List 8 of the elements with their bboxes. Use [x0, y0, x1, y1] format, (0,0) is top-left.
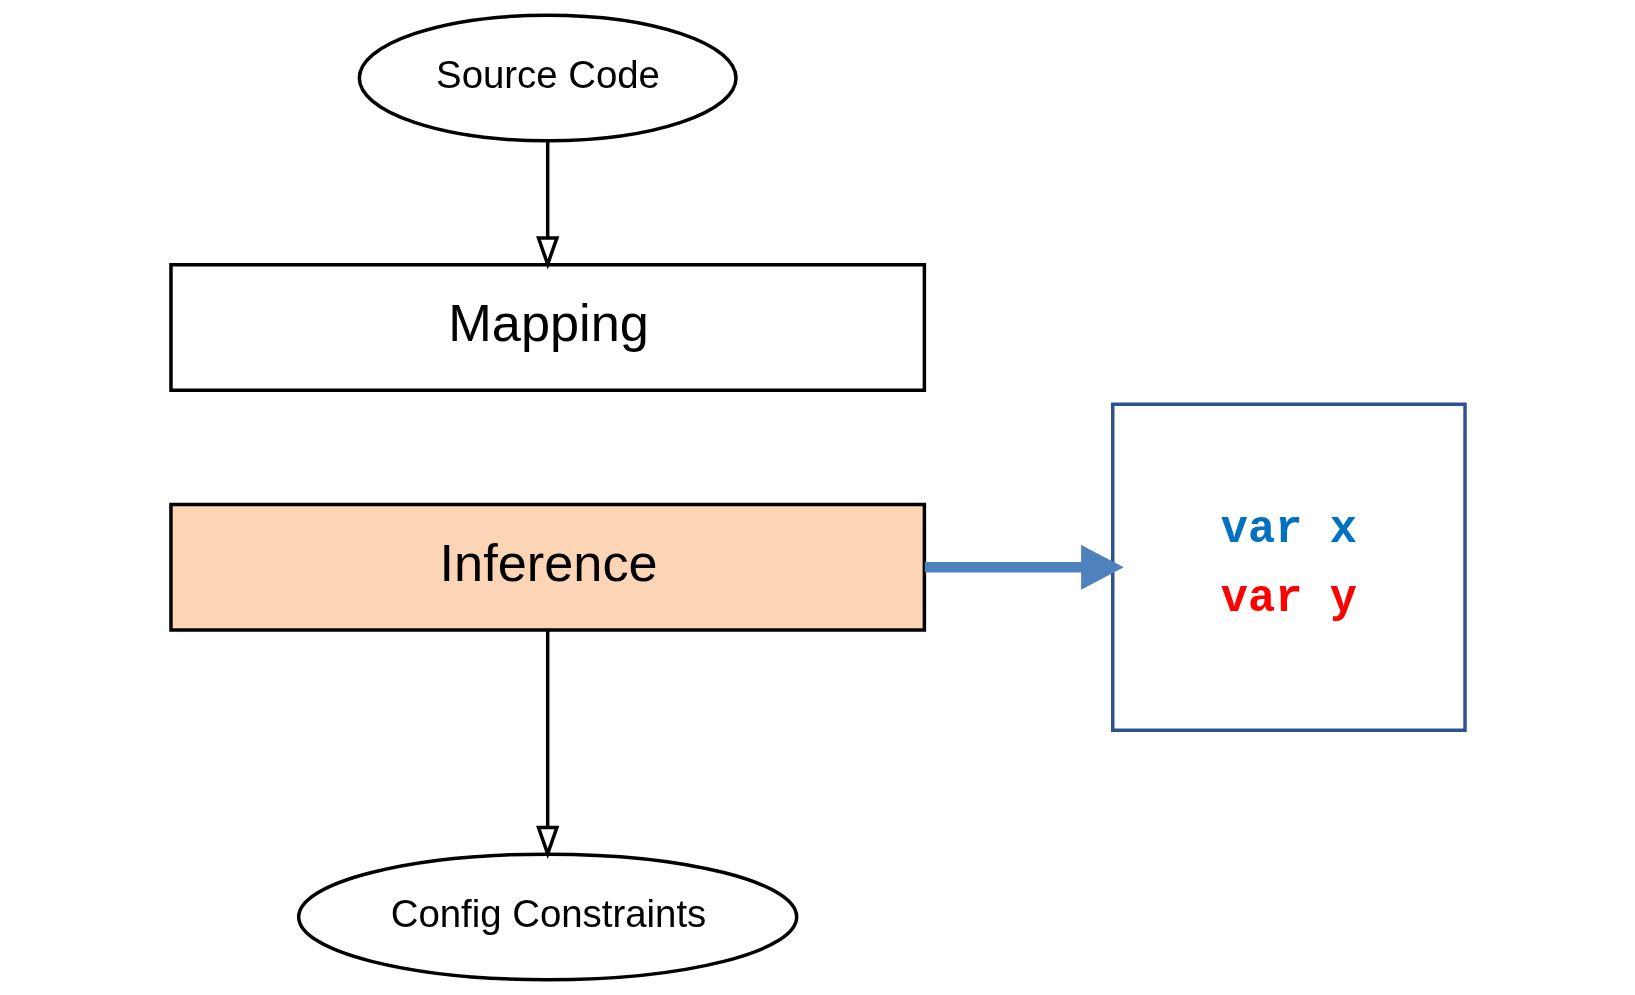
node-ellipse: Config Constraints — [296, 852, 798, 982]
arrow — [924, 544, 1124, 590]
node-ellipse: Source Code — [357, 13, 738, 143]
node-box: Inference — [168, 502, 926, 632]
node-box: var x var y — [1110, 402, 1467, 733]
arrow — [535, 141, 559, 270]
node-box: Mapping — [168, 262, 926, 392]
arrow — [535, 630, 559, 859]
